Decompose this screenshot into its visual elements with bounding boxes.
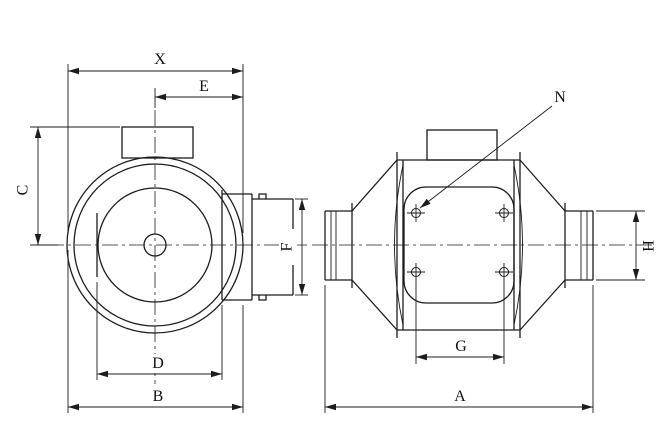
left-cone xyxy=(351,159,398,331)
dimension-x: X xyxy=(67,51,244,233)
terminal-box-side xyxy=(426,129,498,161)
dimension-a: A xyxy=(324,285,594,413)
leader-line xyxy=(419,105,553,209)
dimension-e: E xyxy=(154,78,243,108)
dim-h-label: H xyxy=(641,240,658,252)
side-view xyxy=(312,129,652,338)
dim-c-label: C xyxy=(15,185,32,196)
label-n: N xyxy=(554,89,566,106)
dim-e-label: E xyxy=(199,78,209,95)
dim-b-label: B xyxy=(153,388,164,405)
label-background xyxy=(149,354,167,371)
mounting-holes xyxy=(407,204,513,281)
dimension-h: H xyxy=(596,210,658,281)
dim-f-label: F xyxy=(279,242,296,251)
mounting-hole-top-right xyxy=(495,204,513,222)
mounting-hole-bottom-left xyxy=(407,263,425,281)
left-duct-spigot xyxy=(324,203,353,288)
dim-d-label: D xyxy=(152,355,164,372)
dimension-g: G xyxy=(415,280,505,364)
leader-n: N xyxy=(419,89,566,209)
dimension-b: B xyxy=(67,250,244,413)
cone-top xyxy=(351,159,398,212)
terminal-box-front xyxy=(121,126,194,159)
right-cone xyxy=(519,159,566,331)
dimension-c: C xyxy=(15,126,120,246)
front-view xyxy=(48,110,308,384)
dimension-f: F xyxy=(279,198,308,296)
right-duct-spigot xyxy=(564,203,594,288)
dim-a-label: A xyxy=(454,388,466,405)
mounting-hole-bottom-right xyxy=(495,263,513,281)
duct-bead-top xyxy=(258,193,267,199)
dimension-d: D xyxy=(96,282,223,380)
label-background xyxy=(279,229,297,265)
centerlines-front xyxy=(48,110,308,384)
cone-top xyxy=(519,159,566,212)
mounting-hole-top-left xyxy=(407,204,425,222)
dim-x-label: X xyxy=(154,51,166,68)
duct-bead-bottom xyxy=(258,295,267,301)
cone-bottom xyxy=(351,279,398,331)
cone-bottom xyxy=(519,279,566,331)
dim-g-label: G xyxy=(455,338,467,355)
